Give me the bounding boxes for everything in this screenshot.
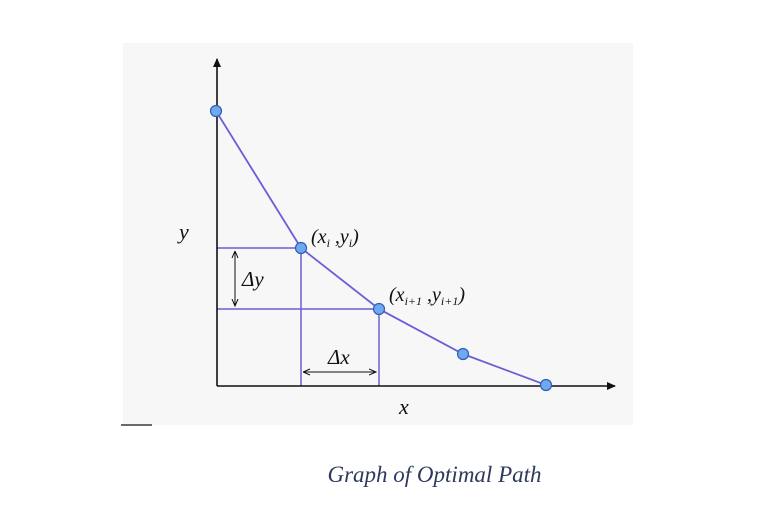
path-point bbox=[539, 378, 553, 392]
figure-panel: y x (xi ,yi) (xi+1 ,yi+1) Δy Δx bbox=[123, 43, 633, 425]
optimal-path-diagram: y x (xi ,yi) (xi+1 ,yi+1) Δy Δx bbox=[177, 58, 616, 419]
path-point-i bbox=[294, 241, 308, 255]
y-axis-label: y bbox=[177, 219, 189, 244]
path-point-i1 bbox=[372, 302, 386, 316]
delta-y-label: Δy bbox=[241, 267, 264, 291]
delta-x-label: Δx bbox=[327, 345, 350, 369]
corner-mark bbox=[121, 424, 152, 426]
x-axis-label: x bbox=[398, 394, 409, 419]
figure-caption: Graph of Optimal Path bbox=[327, 462, 542, 487]
point-i1-label: (xi+1 ,yi+1) bbox=[389, 284, 465, 308]
point-i-label: (xi ,yi) bbox=[311, 226, 359, 250]
path-point bbox=[456, 347, 470, 361]
path-point bbox=[209, 104, 223, 118]
